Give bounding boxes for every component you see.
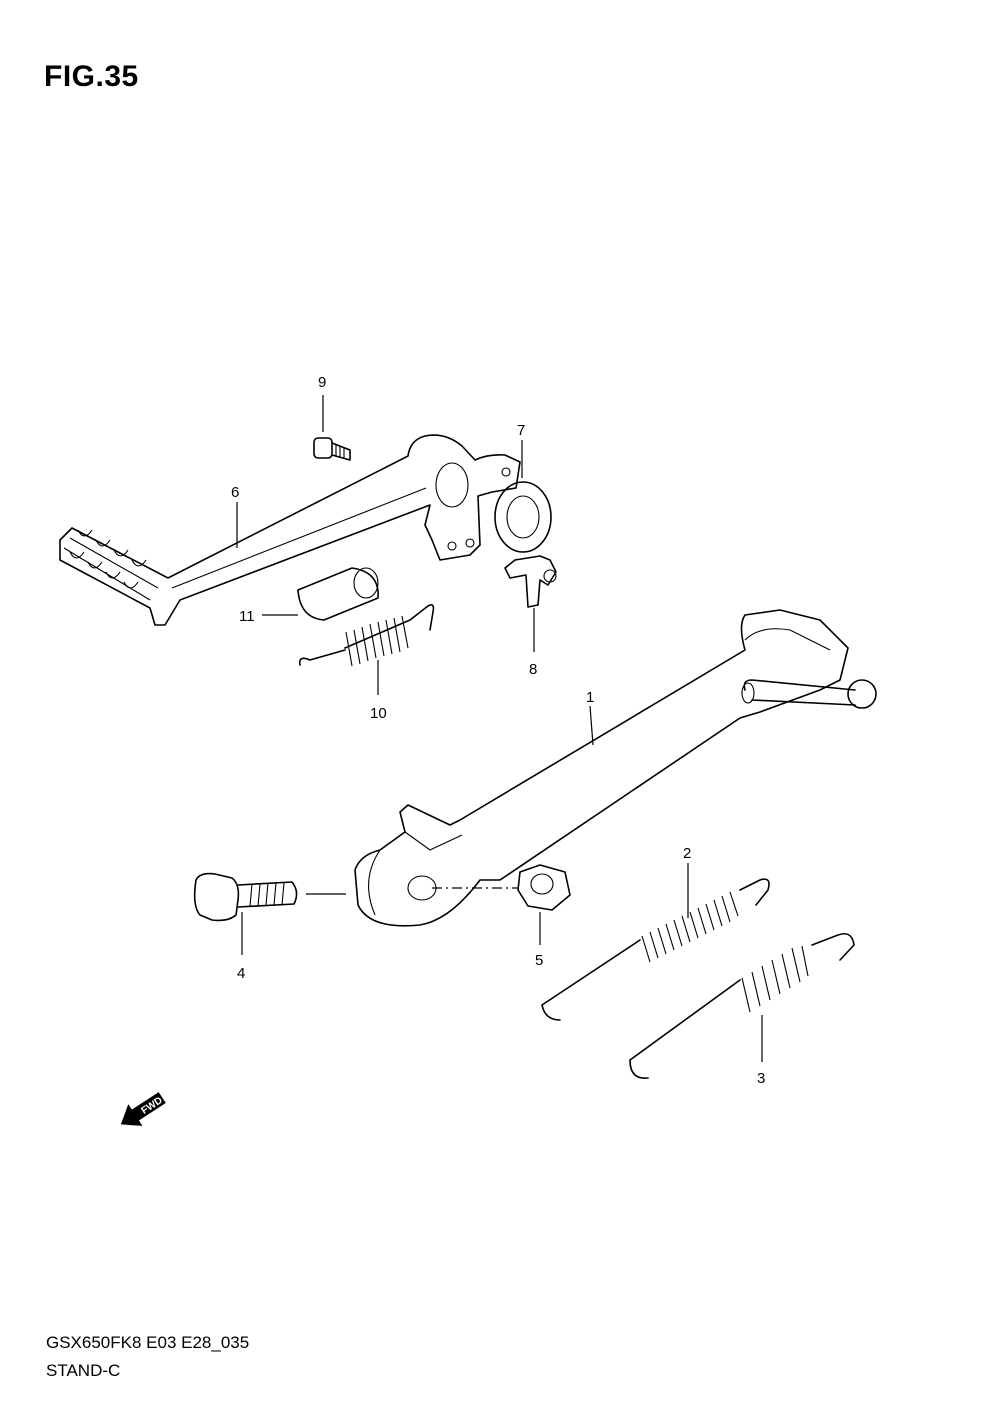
part-4-pivot-bolt <box>193 872 298 922</box>
part-7-washer <box>494 481 552 553</box>
callout-11: 11 <box>239 608 255 625</box>
part-9-bolt <box>313 437 351 461</box>
callout-5: 5 <box>535 952 543 969</box>
callout-4: 4 <box>237 965 245 982</box>
model-code: GSX650FK8 E03 E28_035 <box>46 1333 250 1352</box>
section-name: STAND-C <box>46 1361 121 1380</box>
part-2-spring <box>541 878 770 1021</box>
callout-10: 10 <box>370 705 387 722</box>
figure-title: FIG.35 <box>44 60 139 93</box>
callout-6: 6 <box>231 484 239 501</box>
callout-8: 8 <box>529 661 537 678</box>
callout-2: 2 <box>683 845 691 862</box>
callout-9: 9 <box>318 374 326 391</box>
callout-3: 3 <box>757 1070 765 1087</box>
part-3-spring <box>629 932 855 1079</box>
part-5-nut <box>517 864 571 911</box>
fwd-arrow-icon: FWD <box>120 1092 166 1126</box>
leader-lines <box>236 395 763 1062</box>
part-1-side-stand <box>354 609 877 927</box>
callout-7: 7 <box>517 422 525 439</box>
part-10-spring <box>298 604 435 667</box>
part-6-pedal <box>59 434 521 626</box>
callout-1: 1 <box>586 689 594 706</box>
part-8-clip <box>504 555 557 608</box>
part-11-spacer <box>297 567 379 621</box>
callout-numbers: 1 2 3 4 5 6 7 8 9 10 11 <box>231 374 765 1087</box>
